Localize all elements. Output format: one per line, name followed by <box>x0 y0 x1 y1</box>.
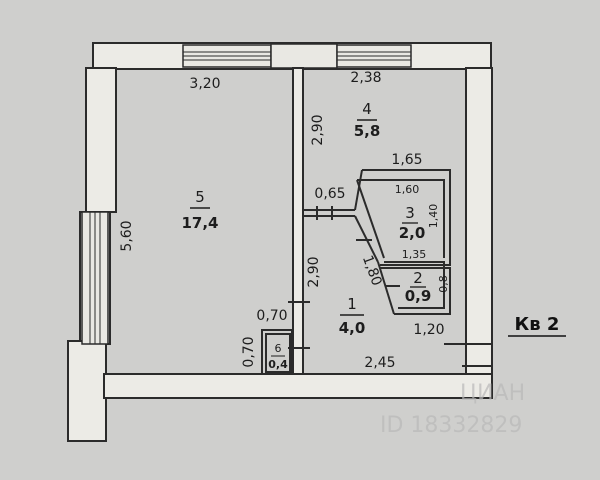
dim-room4-side: 2,90 <box>310 114 326 145</box>
dim-070-horizontal: 0,70 <box>256 308 287 324</box>
dim-left-side: 5,60 <box>119 220 135 251</box>
watermark-line-1: ЦИАН <box>460 381 525 406</box>
room-number: 3 <box>405 204 415 222</box>
wall-bottom <box>103 373 493 399</box>
room2-walls <box>384 261 445 309</box>
window-top-right <box>336 44 412 68</box>
window-left <box>81 211 109 345</box>
dim-070-vertical: 0,70 <box>241 336 257 367</box>
room-1: 1 4,0 <box>339 295 366 337</box>
room-area: 5,8 <box>354 122 381 140</box>
room-number: 4 <box>362 100 372 118</box>
room-5: 5 17,4 <box>181 188 218 232</box>
dim-top-right: 2,38 <box>350 70 381 86</box>
dim-120: 1,20 <box>413 322 444 338</box>
room-area: 17,4 <box>181 214 218 232</box>
room6-walls <box>261 329 293 375</box>
watermark-line-2: ID 18332829 <box>380 413 522 438</box>
room-2: 2 0,9 <box>405 269 432 305</box>
dim-245: 2,45 <box>364 355 395 371</box>
window-top-left <box>182 44 272 68</box>
room-area: 0,9 <box>405 287 432 305</box>
room-number: 2 <box>413 269 423 287</box>
inner-walls <box>261 67 492 375</box>
room3-walls <box>362 169 451 266</box>
partition-main <box>292 67 304 375</box>
dim-top-left: 3,20 <box>189 76 220 92</box>
apartment-label: Кв 2 <box>515 314 560 335</box>
wall-right <box>465 67 493 375</box>
room-number: 5 <box>195 188 205 206</box>
dim-065: 0,65 <box>314 186 345 202</box>
dim-160: 1,60 <box>395 183 420 196</box>
room-area: 2,0 <box>399 224 426 242</box>
watermark: ЦИАН ID 18332829 <box>380 381 525 438</box>
room-3: 3 2,0 <box>399 204 426 242</box>
room-6: 6 0,4 <box>268 342 288 371</box>
dim-290-lower: 2,90 <box>306 256 322 287</box>
room-4: 4 5,8 <box>354 100 381 140</box>
dim-165: 1,65 <box>391 152 422 168</box>
dim-140: 1,40 <box>427 204 440 229</box>
room-area: 4,0 <box>339 319 366 337</box>
wall-left-jog <box>67 340 107 442</box>
room-number: 1 <box>347 295 357 313</box>
dimension-labels: 3,20 2,38 2,90 5,60 1,65 0,65 1,60 1,40 … <box>119 70 450 371</box>
dim-080: 0,8 <box>437 275 450 293</box>
wall-left-upper <box>85 67 117 213</box>
dim-135: 1,35 <box>402 248 427 261</box>
wall-pier <box>270 43 338 69</box>
room-area: 0,4 <box>268 358 288 371</box>
room-number: 6 <box>275 342 282 355</box>
